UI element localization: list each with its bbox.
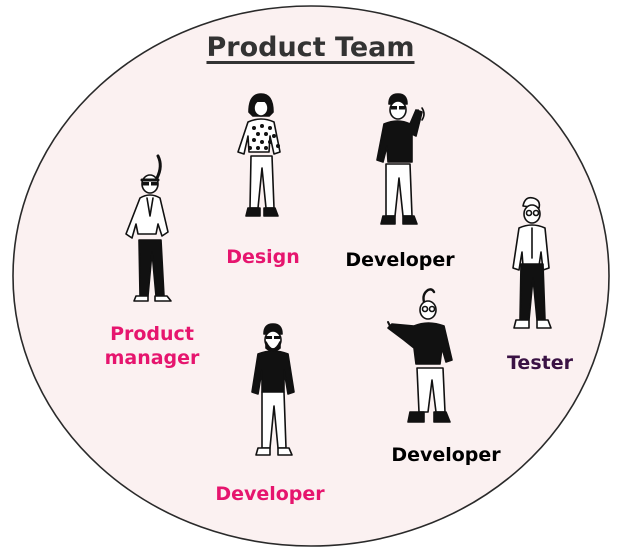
person-developer-icon	[376, 93, 425, 225]
diagram-title: Product Team	[206, 32, 415, 63]
role-label-design: Design	[226, 246, 300, 268]
person-developer-pointing-icon	[387, 288, 453, 423]
role-label-tester: Tester	[507, 352, 573, 374]
role-label-line: manager	[104, 347, 200, 369]
person-designer-icon	[237, 93, 281, 217]
role-label-line: Product	[110, 323, 194, 345]
person-tester-icon	[512, 196, 552, 329]
role-label-developer: Developer	[391, 444, 501, 466]
team-circle	[12, 5, 610, 547]
role-label-product-manager: Product manager	[92, 322, 212, 370]
person-product-manager-icon	[125, 154, 172, 302]
person-developer-bearded-icon	[251, 323, 295, 456]
role-label-developer: Developer	[345, 249, 455, 271]
role-label-developer: Developer	[215, 483, 325, 505]
